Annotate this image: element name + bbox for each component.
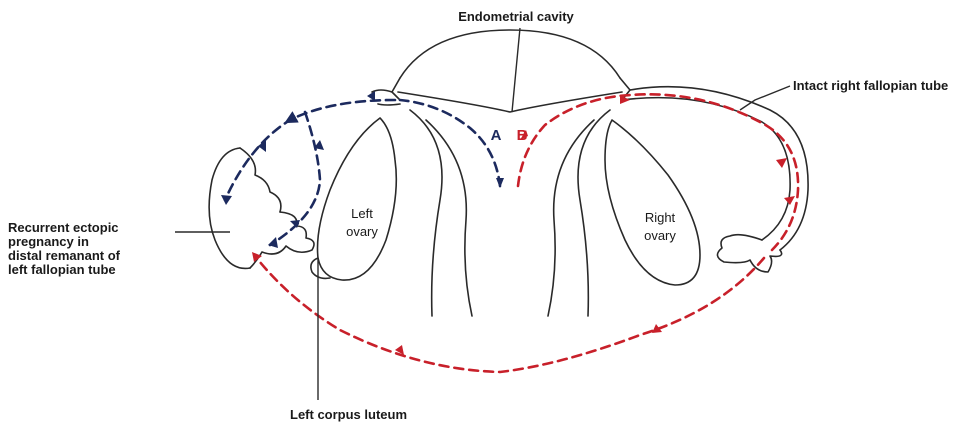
right-fallopian-tube <box>622 87 808 272</box>
right-tube-leader <box>740 86 790 110</box>
label-recurrent-ectopic-line4: left fallopian tube <box>8 262 116 277</box>
label-left-corpus-luteum: Left corpus luteum <box>290 407 407 422</box>
route-a-arrow-7 <box>496 178 504 188</box>
route-a-letter: A <box>491 127 502 144</box>
route-b-arrow-4 <box>784 196 795 205</box>
label-endometrial-cavity: Endometrial cavity <box>458 9 574 24</box>
left-ovary-label-line1: Left <box>351 206 373 221</box>
left-ovary-label-line2: ovary <box>346 224 378 239</box>
right-broad-ligament <box>548 110 610 316</box>
left-tube-distal-remnant <box>209 148 314 268</box>
right-ovary-label-line2: ovary <box>644 228 676 243</box>
route-b-arrow-3 <box>776 158 787 168</box>
left-broad-ligament <box>410 110 472 316</box>
right-ovary-label-line1: Right <box>645 210 676 225</box>
right-ovary: Right ovary <box>605 120 700 285</box>
route-a-segment-1 <box>400 100 500 186</box>
route-a-segment-2 <box>225 100 395 200</box>
route-b-letter: B <box>517 127 528 144</box>
label-recurrent-ectopic-line1: Recurrent ectopic <box>8 220 119 235</box>
route-a-arrow-6 <box>268 237 278 248</box>
endometrial-cavity-leader <box>512 28 520 112</box>
left-tube-stump <box>372 90 400 105</box>
left-ovary: Left ovary <box>318 118 397 280</box>
label-intact-right-tube: Intact right fallopian tube <box>793 78 948 93</box>
route-b-segment-2 <box>255 256 764 372</box>
label-recurrent-ectopic-line2: pregnancy in <box>8 234 89 249</box>
route-a-arrow-4 <box>221 195 232 205</box>
label-recurrent-ectopic-line3: distal remanant of <box>8 248 121 263</box>
